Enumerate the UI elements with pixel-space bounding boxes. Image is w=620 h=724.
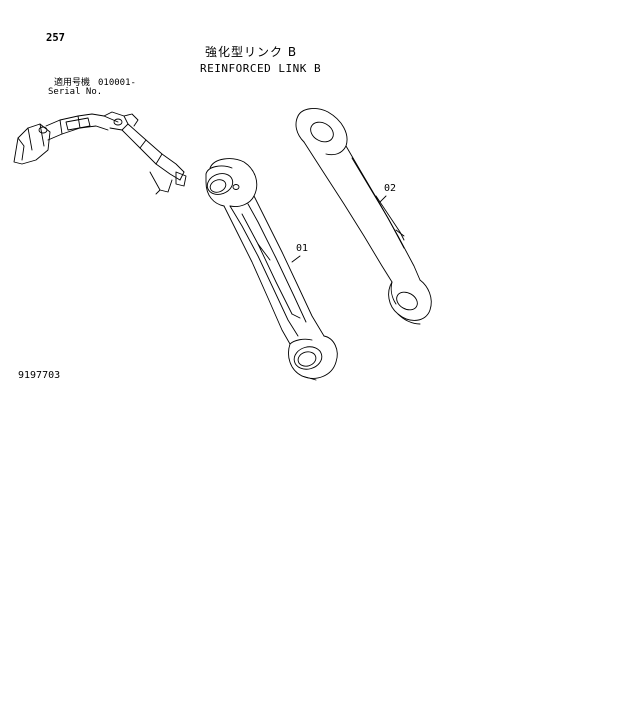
excavator-arm-icon — [13, 111, 187, 195]
title-english: REINFORCED LINK B — [200, 62, 322, 75]
page-number: 257 — [46, 32, 65, 44]
serial-value: 010001- — [98, 78, 136, 88]
serial-label-english: Serial No. — [48, 87, 103, 97]
title-japanese: 強化型リンク B — [205, 45, 298, 59]
callout-01: 01 — [296, 243, 309, 254]
reinforced-link-01-drawing — [205, 158, 338, 381]
serial-label-japanese: 適用号機 — [54, 78, 91, 88]
callout-02: 02 — [384, 183, 397, 194]
reinforced-link-02-drawing — [295, 108, 432, 325]
drawing-number: 9197703 — [18, 370, 61, 381]
